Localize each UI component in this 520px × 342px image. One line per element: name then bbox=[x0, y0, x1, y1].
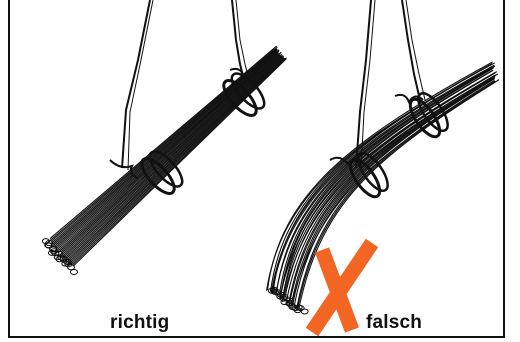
lifting-rope bbox=[236, 0, 249, 80]
wrong-cross-mark bbox=[312, 243, 372, 332]
correct-lifting-bundle bbox=[42, 0, 286, 274]
caption-correct: richtig bbox=[110, 312, 169, 334]
wrong-lifting-bundle bbox=[267, 0, 500, 314]
caption-wrong: falsch bbox=[366, 312, 422, 334]
bundle-rods bbox=[267, 62, 500, 310]
lifting-rope bbox=[356, 0, 371, 168]
lifting-rope bbox=[402, 0, 420, 100]
